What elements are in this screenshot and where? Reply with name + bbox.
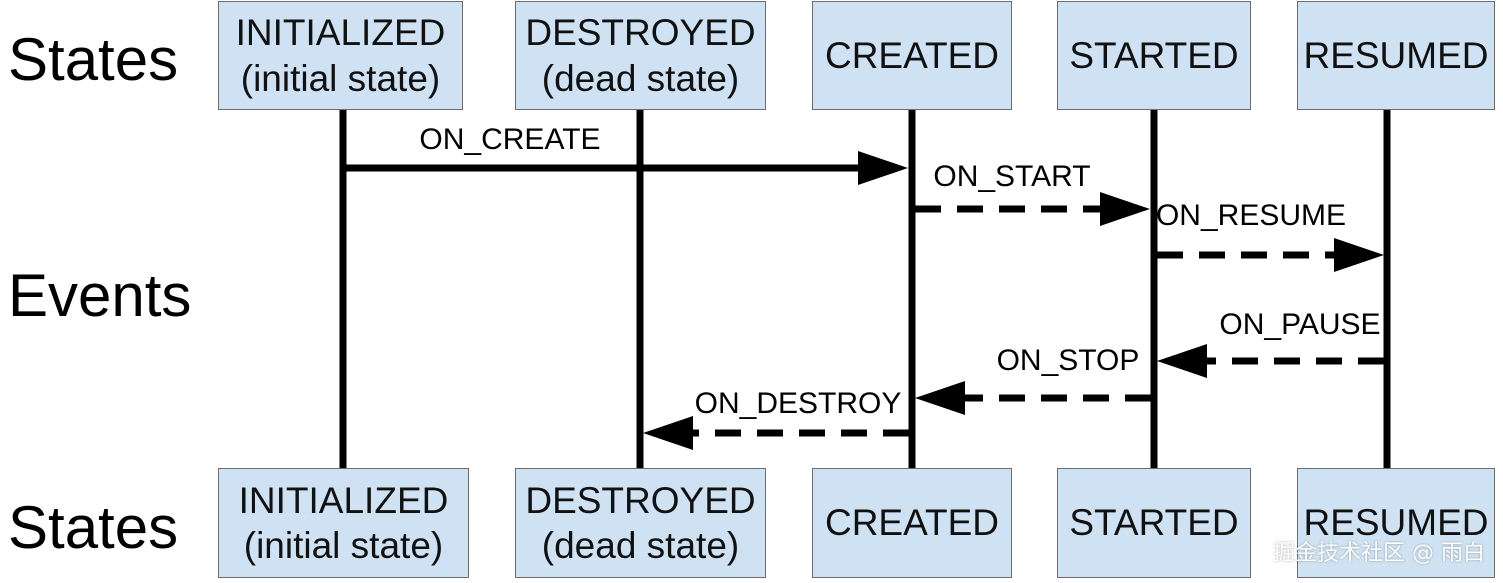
state-destroyed-bottom: DESTROYED (dead state) [515,468,766,578]
state-initialized-bottom: INITIALIZED (initial state) [218,468,469,578]
state-name: RESUMED [1303,502,1489,544]
state-resumed-top: RESUMED [1297,1,1495,110]
event-label-on-create: ON_CREATE [419,123,600,156]
row-label-states-top: States [8,26,179,93]
state-created-bottom: CREATED [812,468,1012,578]
event-label-on-pause: ON_PAUSE [1219,308,1380,341]
arrow-on-destroy: ON_DESTROY [643,387,909,450]
event-label-on-destroy: ON_DESTROY [695,387,902,420]
row-label-events: Events [8,262,192,329]
state-subtitle: (initial state) [240,57,441,99]
state-destroyed-top: DESTROYED (dead state) [515,1,766,110]
arrow-on-start: ON_START [915,160,1150,226]
event-label-on-stop: ON_STOP [997,344,1140,377]
state-name: INITIALIZED [238,479,449,521]
state-started-bottom: STARTED [1057,468,1251,578]
arrow-on-stop: ON_STOP [915,344,1151,415]
event-label-on-start: ON_START [933,160,1090,193]
state-resumed-bottom: RESUMED [1297,468,1495,578]
state-name: STARTED [1069,502,1239,544]
state-created-top: CREATED [812,1,1012,110]
state-name: RESUMED [1303,34,1489,76]
state-name: CREATED [824,502,1000,544]
event-label-on-resume: ON_RESUME [1156,199,1346,232]
arrow-on-pause: ON_PAUSE [1157,308,1384,378]
state-name: STARTED [1069,34,1239,76]
state-initialized-top: INITIALIZED (initial state) [218,1,463,110]
state-subtitle: (dead state) [541,57,740,99]
state-subtitle: (initial state) [243,525,444,566]
arrow-on-create: ON_CREATE [346,123,908,185]
state-subtitle: (dead state) [541,525,740,566]
arrow-on-resume: ON_RESUME [1156,199,1384,272]
state-started-top: STARTED [1057,1,1251,110]
state-name: DESTROYED [525,479,756,521]
state-name: DESTROYED [525,12,756,54]
state-name: CREATED [824,34,1000,76]
state-name: INITIALIZED [235,12,446,54]
row-label-states-bottom: States [8,494,179,561]
watermark: 掘金技术社区 @ 雨白 [1273,541,1485,566]
